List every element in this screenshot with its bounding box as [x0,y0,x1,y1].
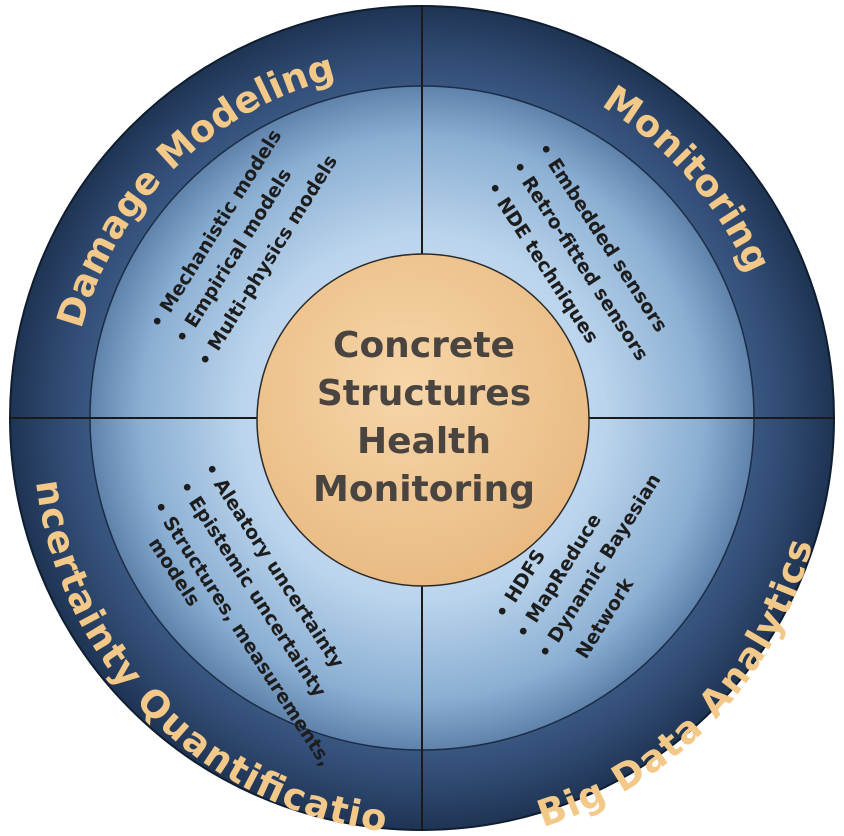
center-line-2: Structures [317,373,531,414]
center-disc [256,253,590,587]
center-title: Concrete Structures Health Monitoring [313,325,535,510]
center-line-3: Health [357,421,491,462]
center-line-4: Monitoring [313,469,535,510]
center-line-1: Concrete [333,325,515,366]
